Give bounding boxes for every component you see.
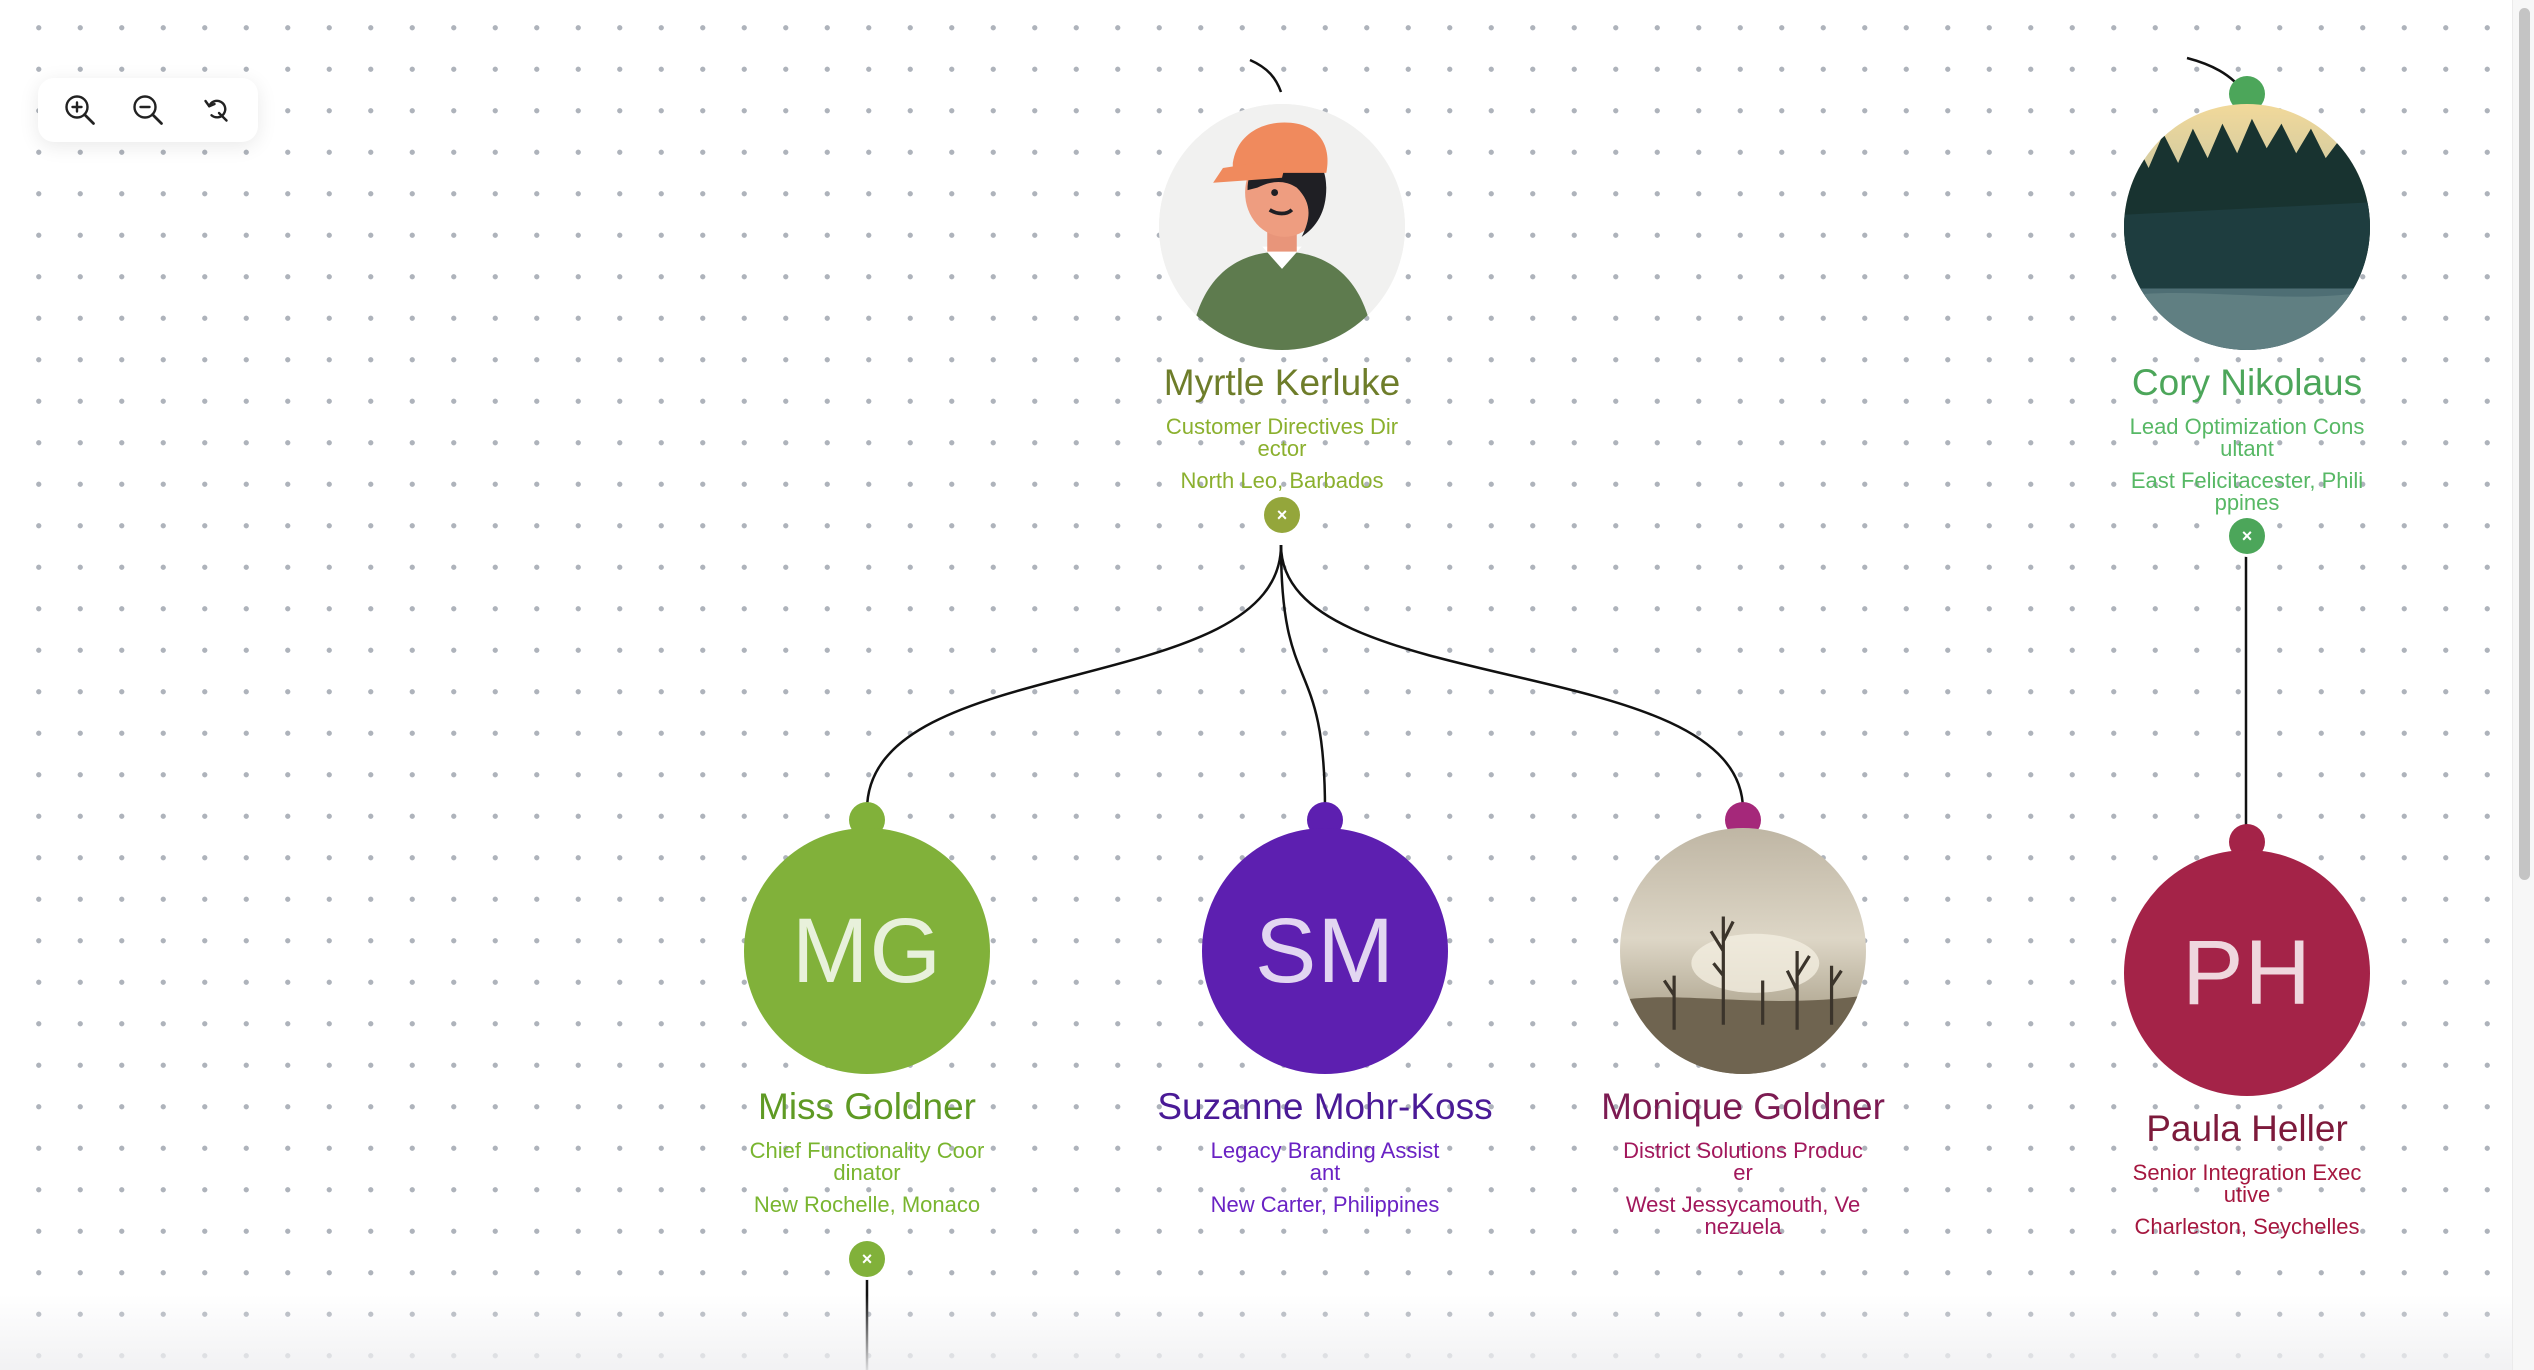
avatar xyxy=(1620,828,1866,1074)
node-location: Charleston, Seychelles xyxy=(2134,1214,2360,1239)
node-title: Lead Optimization Consultant xyxy=(2129,414,2365,461)
zoom-in-icon xyxy=(65,95,95,125)
node-name: Miss Goldner xyxy=(758,1086,976,1127)
avatar-initials: SM xyxy=(1255,899,1395,1002)
collapse-toggle-button[interactable]: × xyxy=(849,1241,885,1277)
avatar: PH xyxy=(2124,850,2370,1096)
node-location: New Carter, Philippines xyxy=(1210,1192,1440,1217)
node-title: Legacy Branding Assistant xyxy=(1210,1138,1440,1185)
avatar-initials: PH xyxy=(2182,921,2312,1024)
edge-to-myrtle-parent xyxy=(1249,58,1283,93)
node-name: Paula Heller xyxy=(2146,1108,2348,1149)
avatar: SM xyxy=(1202,828,1448,1074)
node-name: Suzanne Mohr-Koss xyxy=(1157,1086,1493,1127)
close-icon: × xyxy=(861,1248,873,1269)
avatar-initials: MG xyxy=(791,899,943,1002)
zoom-toolbar xyxy=(38,78,258,142)
close-icon: × xyxy=(1276,504,1288,525)
collapse-toggle-button[interactable]: × xyxy=(1264,497,1300,533)
barren-trees-photo-icon xyxy=(1620,828,1866,1074)
node-name: Monique Goldner xyxy=(1601,1086,1885,1127)
reset-view-icon xyxy=(204,99,228,122)
vertical-scrollbar[interactable] xyxy=(2512,0,2534,1370)
node-location: East Felicitacester, Philippines xyxy=(2130,468,2364,515)
person-illustration-icon xyxy=(1159,104,1405,350)
forest-photo-icon xyxy=(2124,104,2370,350)
edge-myrtle-monique xyxy=(1279,544,1745,811)
scrollbar-thumb[interactable] xyxy=(2519,8,2530,880)
node-name: Myrtle Kerluke xyxy=(1163,362,1401,403)
node-location: New Rochelle, Monaco xyxy=(753,1192,981,1217)
zoom-in-button[interactable] xyxy=(56,86,104,134)
node-title: Senior Integration Executive xyxy=(2132,1160,2362,1207)
node-title: Chief Functionality Coordinator xyxy=(749,1138,985,1185)
node-title: Customer Directives Director xyxy=(1165,414,1399,461)
zoom-out-icon xyxy=(133,95,163,125)
avatar xyxy=(2124,104,2370,350)
edge-myrtle-miss xyxy=(865,544,1283,811)
node-location: North Leo, Barbados xyxy=(1180,468,1384,493)
avatar xyxy=(1159,104,1405,350)
avatar: MG xyxy=(744,828,990,1074)
node-name: Cory Nikolaus xyxy=(2131,362,2363,403)
reset-view-button[interactable] xyxy=(192,86,240,134)
node-location: West Jessycamouth, Venezuela xyxy=(1625,1192,1861,1239)
zoom-out-button[interactable] xyxy=(124,86,172,134)
edge-myrtle-suzanne xyxy=(1279,544,1327,811)
close-icon: × xyxy=(2241,525,2253,546)
node-title: District Solutions Producer xyxy=(1623,1138,1863,1185)
collapse-toggle-button[interactable]: × xyxy=(2229,518,2265,554)
